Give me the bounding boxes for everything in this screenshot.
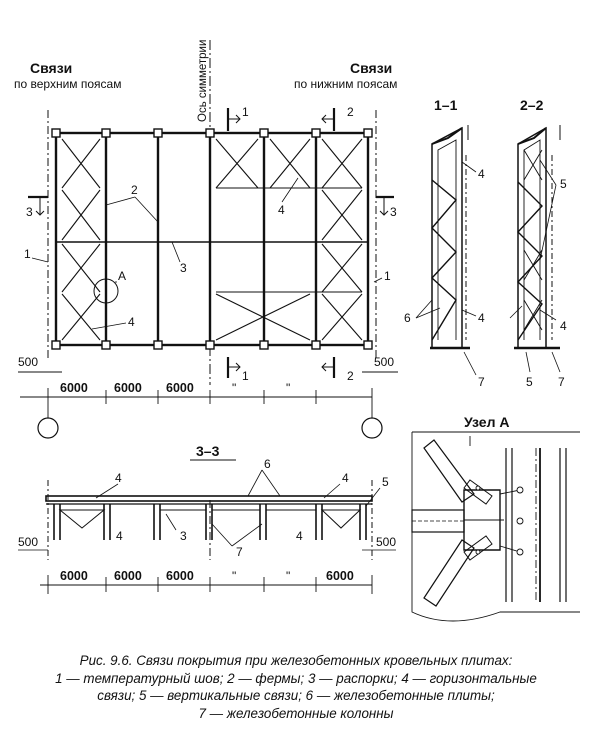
plan-dim-1: 6000 bbox=[60, 381, 88, 395]
callout-1-right: 1 bbox=[384, 269, 391, 283]
callout-4-bottom: 4 bbox=[128, 315, 135, 329]
section-1-top: 1 bbox=[242, 105, 249, 119]
caption-line-3: связи; 5 — вертикальные связи; 6 — желез… bbox=[97, 688, 495, 703]
left-header-2: по верхним поясам bbox=[14, 77, 121, 91]
s33-callout-4c: 4 bbox=[116, 529, 123, 543]
section-2-2 bbox=[509, 125, 561, 373]
plan-dim-4: " bbox=[232, 381, 236, 395]
section-2-2-title: 2–2 bbox=[520, 97, 544, 113]
callout-3: 3 bbox=[180, 261, 187, 275]
node-a-title: Узел А bbox=[464, 414, 509, 430]
caption-line-1: Рис. 9.6. Связи покрытия при железобетон… bbox=[79, 653, 513, 668]
s33-callout-6: 6 bbox=[264, 457, 271, 471]
elev-edge-right: 500 bbox=[376, 535, 396, 549]
callout-1-left: 1 bbox=[24, 247, 31, 261]
elev-dim-5: " bbox=[286, 569, 290, 583]
elevation-labels: 3–3 6 4 4 5 4 3 7 4 500 500 6000 6000 60… bbox=[18, 443, 396, 583]
s33-callout-7: 7 bbox=[236, 545, 243, 559]
section-3-left: 3 bbox=[26, 205, 33, 219]
section-1-bottom: 1 bbox=[242, 369, 249, 383]
s22-callout-4: 4 bbox=[560, 319, 567, 333]
callout-2: 2 bbox=[131, 183, 138, 197]
node-a-detail bbox=[411, 431, 580, 622]
s33-callout-4d: 4 bbox=[296, 529, 303, 543]
elev-dim-1: 6000 bbox=[60, 569, 88, 583]
elev-dim-4: " bbox=[232, 569, 236, 583]
s33-callout-4b: 4 bbox=[342, 471, 349, 485]
caption-line-4: 7 — железобетонные колонны bbox=[198, 705, 394, 721]
elev-dim-2: 6000 bbox=[114, 569, 142, 583]
s11-callout-6: 6 bbox=[404, 311, 411, 325]
right-header-1: Связи bbox=[350, 60, 392, 76]
edge-dim-left: 500 bbox=[18, 355, 38, 369]
s33-callout-4a: 4 bbox=[115, 471, 122, 485]
plan-labels: Связи по верхним поясам Связи по нижним … bbox=[14, 40, 397, 395]
section-3-right: 3 bbox=[390, 205, 397, 219]
callout-a: А bbox=[118, 269, 126, 283]
callout-4-top: 4 bbox=[278, 203, 285, 217]
s11-callout-4b: 4 bbox=[478, 311, 485, 325]
s22-callout-7: 7 bbox=[558, 375, 565, 389]
section-2-bottom: 2 bbox=[347, 369, 354, 383]
elev-dim-3: 6000 bbox=[166, 569, 194, 583]
caption-line-2: 1 — температурный шов; 2 — фермы; 3 — ра… bbox=[55, 670, 537, 686]
left-header-1: Связи bbox=[30, 60, 72, 76]
s11-callout-4a: 4 bbox=[478, 167, 485, 181]
axis-label: Ось симметрии bbox=[197, 40, 209, 122]
roof-plan bbox=[18, 40, 398, 439]
elev-edge-left: 500 bbox=[18, 535, 38, 549]
plan-dim-2: 6000 bbox=[114, 381, 142, 395]
s22-callout-5b: 5 bbox=[526, 375, 533, 389]
section-headers: 1–1 2–2 4 6 4 7 5 4 5 7 bbox=[404, 97, 567, 389]
plan-dim-5: " bbox=[286, 381, 290, 395]
s22-callout-5: 5 bbox=[560, 177, 567, 191]
figure-caption: Рис. 9.6. Связи покрытия при железобетон… bbox=[0, 652, 592, 722]
s33-callout-5: 5 bbox=[382, 475, 389, 489]
s33-callout-3: 3 bbox=[180, 529, 187, 543]
elevation-3-3 bbox=[18, 469, 396, 594]
section-1-1-title: 1–1 bbox=[434, 97, 458, 113]
section-2-top: 2 bbox=[347, 105, 354, 119]
edge-dim-right: 500 bbox=[374, 355, 394, 369]
elev-dim-6: 6000 bbox=[326, 569, 354, 583]
right-header-2: по нижним поясам bbox=[294, 77, 397, 91]
section-1-1 bbox=[415, 125, 477, 376]
plan-dim-3: 6000 bbox=[166, 381, 194, 395]
node-a-labels: Узел А bbox=[464, 414, 509, 430]
s11-callout-7: 7 bbox=[478, 375, 485, 389]
section-3-3-title: 3–3 bbox=[196, 443, 220, 459]
